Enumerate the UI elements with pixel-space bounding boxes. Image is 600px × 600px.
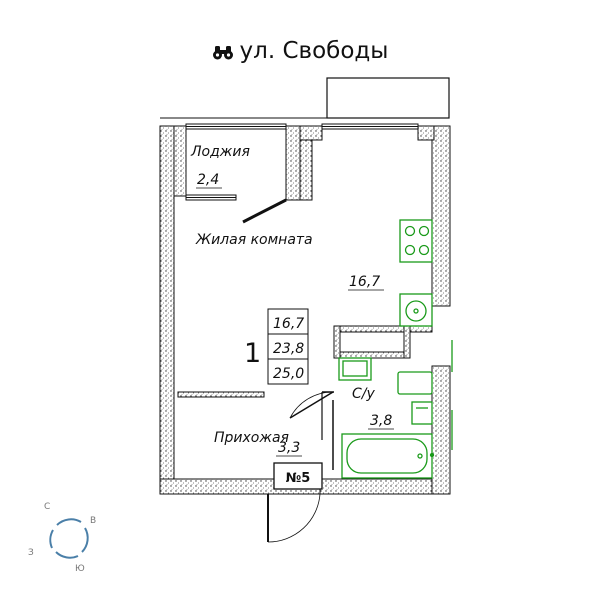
compass-ring-icon xyxy=(49,518,89,559)
compass-north: С xyxy=(44,502,50,512)
room-label-bathroom: С/у xyxy=(352,386,375,402)
street-title: ул. Свободы xyxy=(0,38,600,64)
sink-icon xyxy=(399,293,433,327)
entrance-number: №5 xyxy=(286,471,311,486)
compass-west: З xyxy=(28,548,34,558)
washbasin-icon xyxy=(338,357,372,381)
neighbor-walls xyxy=(160,77,450,119)
binoculars-icon xyxy=(212,46,233,60)
area-table: 16,7 23,8 25,0 xyxy=(267,308,309,385)
area-total: 23,8 xyxy=(273,341,304,357)
room-area-bathroom: 3,8 xyxy=(370,413,392,429)
room-area-loggia: 2,4 xyxy=(197,172,219,188)
washing-machine-icon xyxy=(397,371,435,458)
room-area-hallway: 3,3 xyxy=(278,440,300,456)
room-area-living: 16,7 xyxy=(349,274,380,290)
bathtub-icon xyxy=(341,433,433,479)
compass-east: В xyxy=(90,516,96,526)
stove-icon xyxy=(399,219,433,263)
area-total-with-loggia: 25,0 xyxy=(273,366,304,382)
room-label-hallway: Прихожая xyxy=(214,430,289,446)
street-name: ул. Свободы xyxy=(239,38,389,64)
area-living: 16,7 xyxy=(273,316,304,332)
windows xyxy=(185,123,419,201)
bathroom-door xyxy=(289,391,334,419)
interior-walls xyxy=(177,325,433,470)
balcony-door xyxy=(242,198,287,224)
apartment-number: 1 xyxy=(244,338,261,369)
room-label-living: Жилая комната xyxy=(195,232,313,248)
compass: С В Ю З xyxy=(28,502,96,574)
compass-south: Ю xyxy=(75,564,85,574)
entrance-badge: №5 xyxy=(273,462,323,490)
room-label-loggia: Лоджия xyxy=(190,144,250,160)
